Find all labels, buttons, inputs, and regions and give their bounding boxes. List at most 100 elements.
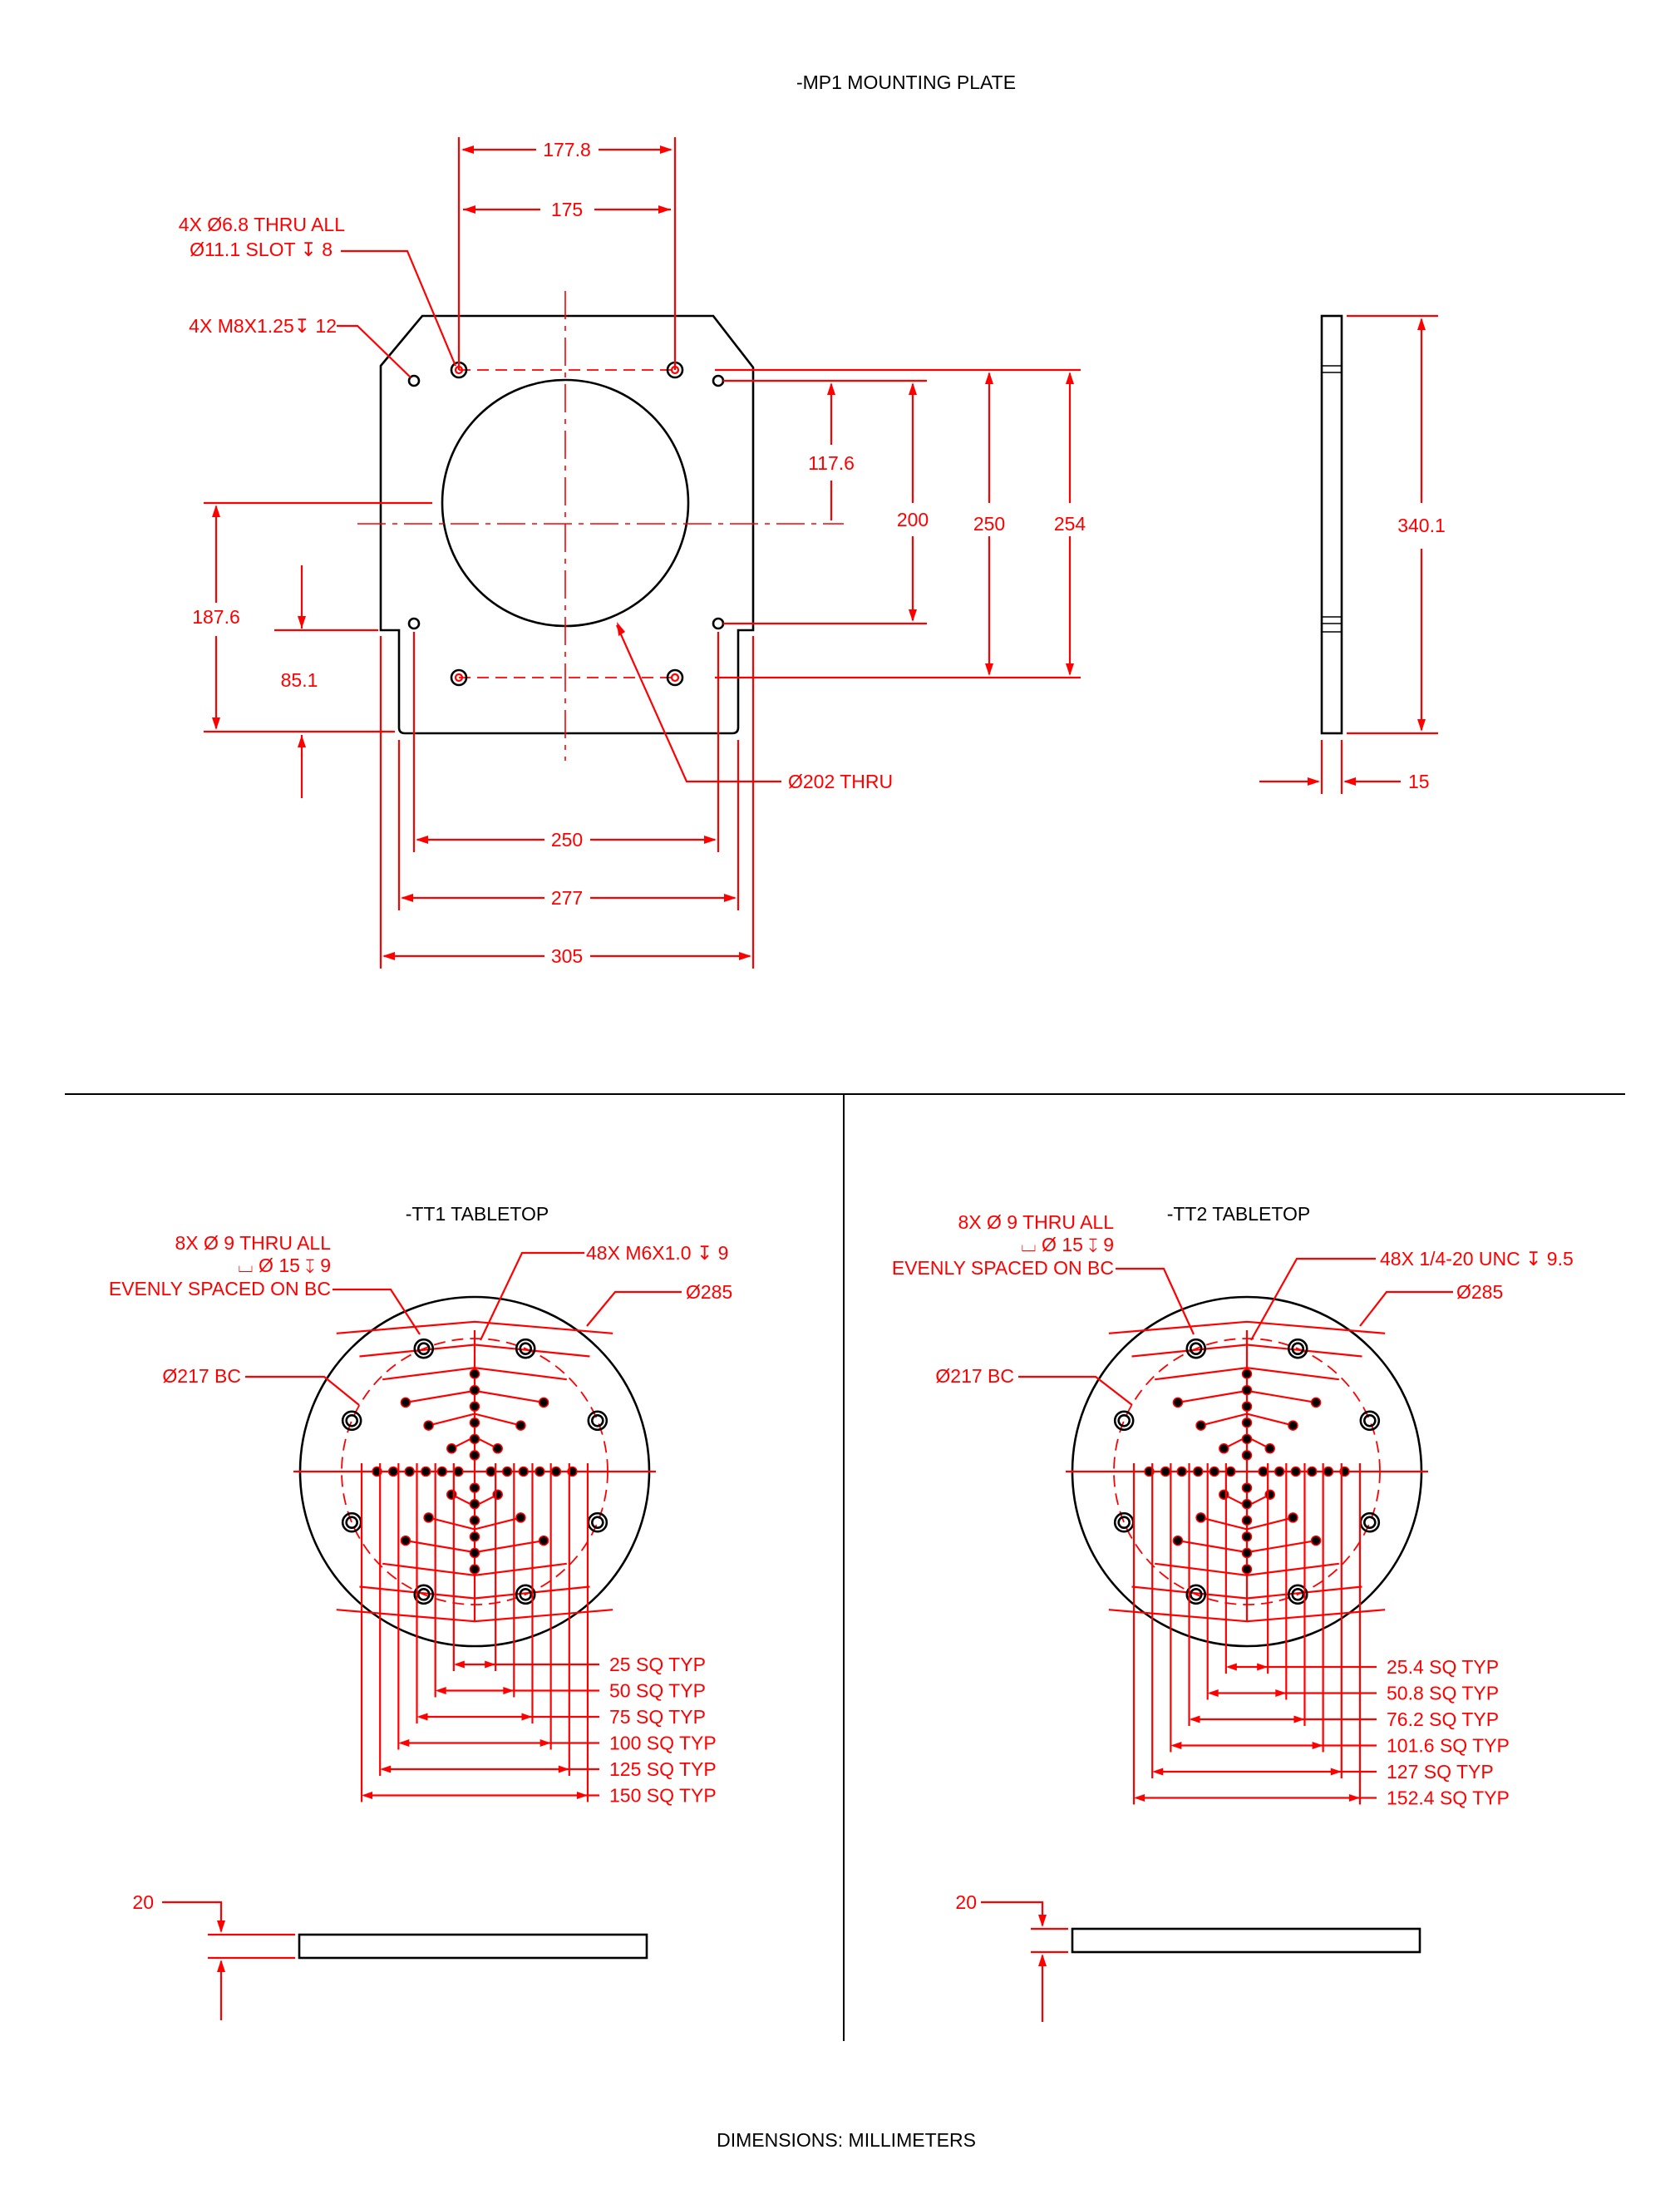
tapped-hole <box>469 1450 480 1461</box>
mp1-dimensions: 177.8 175 4X Ø6.8 THRU ALL Ø11.1 SLOT ↧ … <box>179 137 1086 969</box>
counterbore-hole <box>1113 1410 1135 1432</box>
tt1-callout-holes-3: EVENLY SPACED ON BC <box>109 1278 331 1299</box>
tt1-thickness: 20 <box>132 1891 154 1913</box>
tapped-hole <box>1219 1489 1229 1500</box>
tapped-hole <box>492 1443 503 1454</box>
tt2-diameter: Ø285 <box>1456 1281 1503 1303</box>
counterbore-hole <box>413 1338 435 1359</box>
tapped-hole <box>501 1466 513 1477</box>
tt1-callout-holes-2: ⌴ Ø 15 ↧ 9 <box>238 1255 331 1276</box>
dim-top-inner: 175 <box>551 199 583 220</box>
callout-bore: Ø202 THRU <box>788 771 893 792</box>
square-dim-label: 100 SQ TYP <box>609 1733 717 1754</box>
tapped-hole <box>469 1564 480 1575</box>
pattern-line <box>359 1344 590 1358</box>
tapped-hole <box>1288 1512 1298 1523</box>
tt1-plate <box>293 1295 656 1648</box>
callout-thru-1: 4X Ø6.8 THRU ALL <box>179 214 345 235</box>
tapped-hole <box>1219 1443 1229 1454</box>
tapped-hole <box>1241 1433 1253 1445</box>
tapped-hole <box>1241 1482 1253 1493</box>
counterbore-hole <box>515 1338 536 1359</box>
counterbore-hole <box>587 1410 608 1432</box>
thru-hole <box>591 1516 604 1530</box>
counterbore-hole <box>1185 1338 1207 1359</box>
dim-top-outer: 177.8 <box>543 139 591 160</box>
tapped-hole <box>387 1466 399 1477</box>
tt1-callout-tap: 48X M6X1.0 ↧ 9 <box>586 1242 728 1264</box>
tapped-hole <box>469 1417 480 1428</box>
tapped-hole <box>1310 1535 1322 1546</box>
tapped-hole <box>1172 1535 1184 1546</box>
square-dim-label: 76.2 SQ TYP <box>1387 1708 1499 1730</box>
tapped-hole <box>1274 1466 1285 1477</box>
tapped-hole <box>469 1531 480 1542</box>
mp1-side-outline <box>1320 314 1343 735</box>
arrow-head <box>1170 1742 1182 1749</box>
thru-hole <box>416 1588 431 1601</box>
page-title: -MP1 MOUNTING PLATE <box>796 71 1016 93</box>
tapped-hole <box>1241 1531 1253 1542</box>
counterbore-hole <box>1185 1584 1207 1605</box>
tapped-hole <box>1172 1397 1184 1408</box>
thru-hole <box>1291 1588 1305 1601</box>
tapped-hole <box>1195 1512 1206 1523</box>
arrow-head <box>1189 1715 1200 1723</box>
tapped-hole <box>1310 1397 1322 1408</box>
counterbore-hole <box>1287 1338 1308 1359</box>
tapped-hole <box>1241 1547 1253 1559</box>
arrow-head <box>416 1713 428 1721</box>
thru-hole <box>519 1342 533 1355</box>
tapped-hole <box>1241 1498 1253 1510</box>
tapped-hole <box>1241 1450 1253 1461</box>
square-dim-label: 152.4 SQ TYP <box>1387 1787 1510 1809</box>
pattern-line <box>428 1413 521 1427</box>
tapped-hole <box>420 1466 431 1477</box>
tapped-hole <box>1176 1466 1187 1477</box>
tt2-view: -TT2 TABLETOP 8X Ø 9 THRU ALL ⌴ Ø 15 ↧ 9… <box>892 1203 1574 2022</box>
square-dim-label: 101.6 SQ TYP <box>1387 1735 1510 1757</box>
tt1-side-outline <box>298 1933 648 1960</box>
mp1-tapped-holes <box>407 374 725 630</box>
thru-hole <box>1189 1342 1203 1355</box>
tt2-side-outline <box>1071 1927 1421 1954</box>
arrow-head <box>453 1660 465 1669</box>
tapped-hole <box>1192 1466 1204 1477</box>
square-dim-label: 50.8 SQ TYP <box>1387 1683 1499 1704</box>
thru-hole <box>345 1413 358 1427</box>
arrow-head <box>398 1739 410 1747</box>
arrow-head <box>521 1713 533 1721</box>
tt2-callout-holes-2: ⌴ Ø 15 ↧ 9 <box>1021 1234 1114 1255</box>
dim-v-254: 254 <box>1054 513 1086 535</box>
pattern-line <box>428 1516 521 1531</box>
tapped-hole <box>469 1482 480 1493</box>
tapped-hole <box>1241 1368 1253 1379</box>
tapped-hole <box>515 1420 526 1431</box>
tt1-view: -TT1 TABLETOP 8X Ø 9 THRU ALL ⌴ Ø 15 ↧ 9… <box>109 1203 732 2020</box>
arrow-head <box>1134 1794 1145 1802</box>
callout-tap: 4X M8X1.25↧ 12 <box>189 315 337 337</box>
tapped-hole <box>1160 1466 1171 1477</box>
arrow-head <box>1152 1768 1164 1776</box>
counterbore-hole <box>515 1584 536 1605</box>
mp1-side-view: 340.1 15 <box>1259 314 1446 794</box>
pattern-line <box>1200 1516 1293 1531</box>
tapped-hole <box>1195 1420 1206 1431</box>
counterbore-hole <box>1359 1410 1381 1432</box>
tapped-hole <box>446 1443 457 1454</box>
arrow-head <box>1348 1794 1360 1802</box>
thru-hole <box>1363 1413 1377 1427</box>
tapped-hole <box>453 1466 464 1477</box>
counterbore-hole <box>413 1584 435 1605</box>
tt1-callout-holes-1: 8X Ø 9 THRU ALL <box>175 1232 332 1254</box>
tapped-hole <box>1241 1515 1253 1526</box>
tapped-hole <box>538 1535 549 1546</box>
square-dim-label: 125 SQ TYP <box>609 1758 717 1780</box>
pattern-line <box>382 1367 567 1381</box>
tapped-hole <box>1288 1420 1298 1431</box>
tapped-hole <box>1258 1466 1269 1477</box>
tapped-hole <box>1241 1417 1253 1428</box>
thru-hole <box>1189 1588 1203 1601</box>
arrow-head <box>558 1765 569 1773</box>
